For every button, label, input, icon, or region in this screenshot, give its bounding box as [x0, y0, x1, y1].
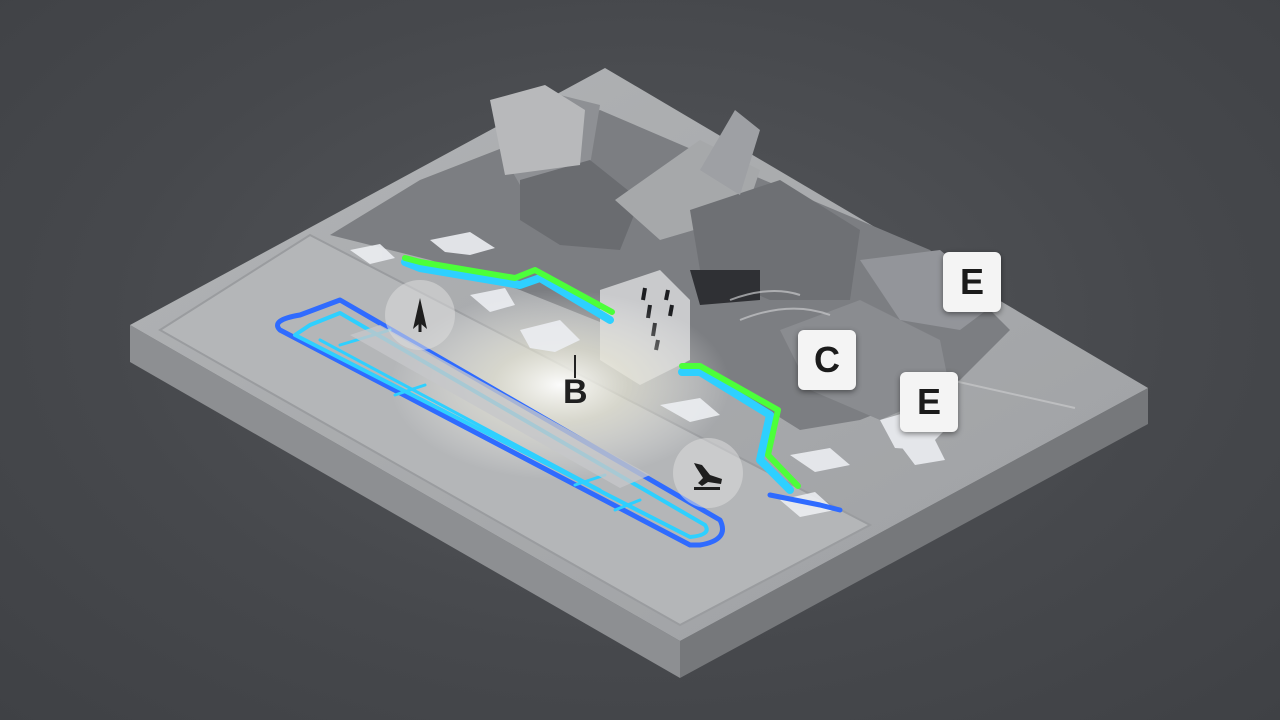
runway-strip — [350, 325, 650, 488]
terminal-e-label-bottom: E — [900, 372, 958, 432]
airplane-departure-icon — [413, 298, 427, 332]
terminal-e-label-top: E — [943, 252, 1001, 312]
terminal-c-label: C — [798, 330, 856, 390]
apron-roads — [729, 290, 1076, 409]
terminal-b-label: B — [563, 373, 588, 411]
airplane-arrival-icon — [694, 463, 722, 490]
walk-route-upper — [401, 255, 615, 324]
taxi-route-loop — [275, 297, 725, 548]
platform-right-side — [680, 388, 1148, 678]
platform-left-side — [130, 325, 680, 678]
arrivals-badge[interactable] — [673, 438, 743, 508]
departures-badge[interactable] — [385, 280, 455, 350]
walk-route-lower — [678, 363, 843, 513]
